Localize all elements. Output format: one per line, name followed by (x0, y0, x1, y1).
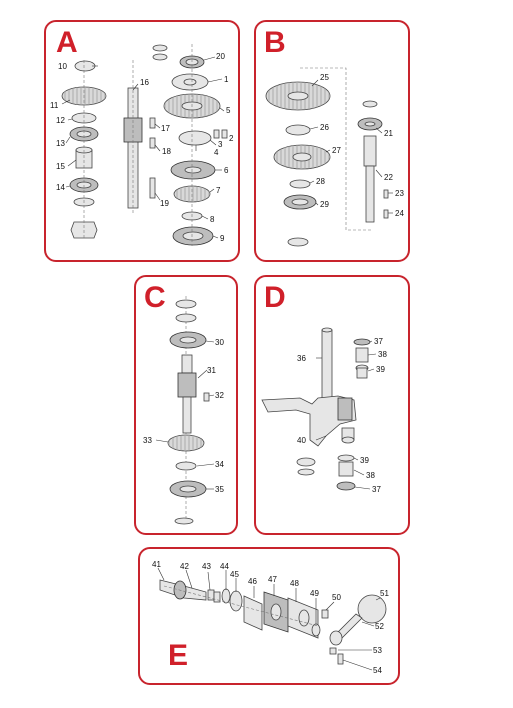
panel-d-drawing (261, 327, 377, 491)
label-28: 28 (316, 177, 325, 186)
label-37-bottom: 37 (372, 485, 381, 494)
label-38-top: 38 (378, 350, 387, 359)
label-14: 14 (56, 183, 65, 192)
label-3: 3 (218, 140, 223, 149)
label-50: 50 (332, 593, 341, 602)
label-15: 15 (56, 162, 65, 171)
label-45: 45 (230, 570, 239, 579)
label-1: 1 (224, 75, 229, 84)
label-6: 6 (224, 166, 229, 175)
label-30: 30 (215, 338, 224, 347)
label-20: 20 (216, 52, 225, 61)
label-44: 44 (220, 562, 229, 571)
label-9: 9 (220, 234, 225, 243)
panel-a-letter: A (56, 26, 78, 59)
panel-c-letter: C (144, 281, 166, 314)
label-2: 2 (229, 134, 234, 143)
label-8: 8 (210, 215, 215, 224)
label-41: 41 (152, 560, 161, 569)
label-36: 36 (297, 354, 306, 363)
panel-a-drawing (61, 44, 228, 246)
label-39-bottom: 39 (360, 456, 369, 465)
label-23: 23 (395, 189, 404, 198)
label-38-bottom: 38 (366, 471, 375, 480)
panel-b-drawing (265, 67, 393, 247)
panel-d-letter: D (264, 281, 286, 314)
label-43: 43 (202, 562, 211, 571)
label-53: 53 (373, 646, 382, 655)
label-24: 24 (395, 209, 404, 218)
label-12: 12 (56, 116, 65, 125)
label-46: 46 (248, 577, 257, 586)
label-17: 17 (161, 124, 170, 133)
label-42: 42 (180, 562, 189, 571)
label-21: 21 (384, 129, 393, 138)
panel-e-drawing (157, 567, 387, 671)
label-39-top: 39 (376, 365, 385, 374)
label-16: 16 (140, 78, 149, 87)
label-51: 51 (380, 589, 389, 598)
label-26: 26 (320, 123, 329, 132)
label-10: 10 (58, 62, 67, 71)
panel-c-drawing (155, 296, 215, 525)
panel-b-letter: B (264, 26, 286, 59)
label-29: 29 (320, 200, 329, 209)
label-19: 19 (160, 199, 169, 208)
label-11: 11 (50, 101, 59, 110)
label-47: 47 (268, 575, 277, 584)
label-52: 52 (375, 622, 384, 631)
label-35: 35 (215, 485, 224, 494)
label-40: 40 (297, 436, 306, 445)
label-27: 27 (332, 146, 341, 155)
label-31: 31 (207, 366, 216, 375)
label-5: 5 (226, 106, 231, 115)
panel-e-letter: E (168, 639, 189, 672)
label-32: 32 (215, 391, 224, 400)
label-49: 49 (310, 589, 319, 598)
label-48: 48 (290, 579, 299, 588)
label-54: 54 (373, 666, 382, 675)
label-13: 13 (56, 139, 65, 148)
label-22: 22 (384, 173, 393, 182)
label-34: 34 (215, 460, 224, 469)
label-33: 33 (143, 436, 152, 445)
label-25: 25 (320, 73, 329, 82)
panel-b: B (254, 20, 410, 262)
label-18: 18 (162, 147, 171, 156)
label-7: 7 (216, 186, 221, 195)
label-37-top: 37 (374, 337, 383, 346)
label-4: 4 (214, 148, 219, 157)
